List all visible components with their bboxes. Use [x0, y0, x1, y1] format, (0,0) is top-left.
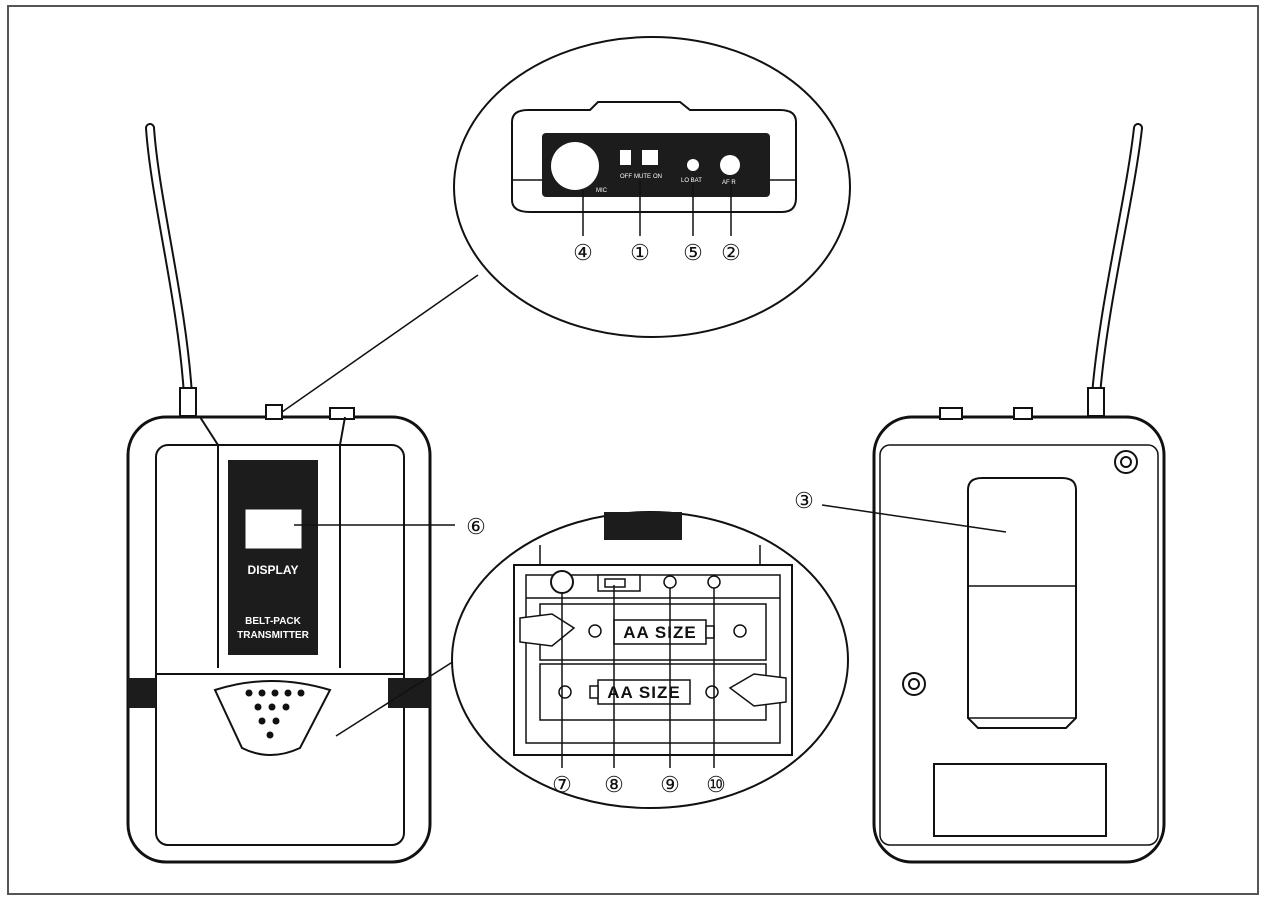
back-transmitter	[872, 407, 1166, 864]
callout-4: ④	[573, 240, 593, 265]
display-label: DISPLAY	[248, 563, 299, 577]
top-panel-detail: MIC OFF MUTE ON LO BAT AF R ④ ① ⑤ ②	[453, 36, 851, 338]
left-side-grip	[128, 678, 156, 708]
leader-3	[821, 504, 1007, 533]
set-button-down	[707, 575, 721, 589]
latch-dots	[245, 689, 305, 739]
group-switch	[604, 578, 626, 588]
mic-jack	[551, 142, 599, 190]
callout-6: ⑥	[466, 514, 486, 539]
callout-10: ⑩	[706, 772, 726, 797]
callout-5: ⑤	[683, 240, 703, 265]
af-knob	[720, 155, 740, 175]
battery-label-upper: AA SIZE	[623, 623, 696, 642]
switch-on-label: ON	[653, 174, 662, 180]
pack-label-line2: TRANSMITTER	[237, 630, 309, 641]
battery-compartment-detail: AA SIZE AA SIZE ⑦ ⑧ ⑨ ⑩	[451, 511, 849, 809]
battery-latch	[213, 680, 332, 756]
left-antenna	[145, 123, 197, 417]
switch-mute-label: MUTE	[634, 174, 651, 180]
callout-2: ②	[721, 240, 741, 265]
display-panel	[228, 460, 318, 655]
trim-knob	[550, 570, 574, 594]
callout-7: ⑦	[552, 772, 572, 797]
pack-label-line1: BELT-PACK	[245, 616, 302, 627]
af-label: AF R	[722, 180, 736, 186]
callout-9: ⑨	[660, 772, 680, 797]
lo-bat-led	[687, 159, 699, 171]
callout-3: ③	[794, 488, 814, 513]
leader-battery	[335, 655, 463, 737]
set-button-up	[663, 575, 677, 589]
leader-top-panel	[281, 274, 479, 413]
figure-border	[7, 5, 1259, 895]
front-transmitter: DISPLAY BELT-PACK TRANSMITTER	[126, 404, 432, 864]
right-antenna	[1087, 123, 1143, 417]
switch-off-label: OFF	[620, 174, 632, 180]
battery-label-lower: AA SIZE	[607, 683, 680, 702]
display-screen	[245, 509, 302, 549]
callout-8: ⑧	[604, 772, 624, 797]
right-side-grip	[388, 678, 430, 708]
belt-clip	[967, 477, 1077, 729]
callout-1: ①	[630, 240, 650, 265]
label-plate	[933, 763, 1107, 837]
lo-bat-label: LO BAT	[681, 178, 702, 184]
mic-jack-label: MIC	[596, 188, 608, 194]
